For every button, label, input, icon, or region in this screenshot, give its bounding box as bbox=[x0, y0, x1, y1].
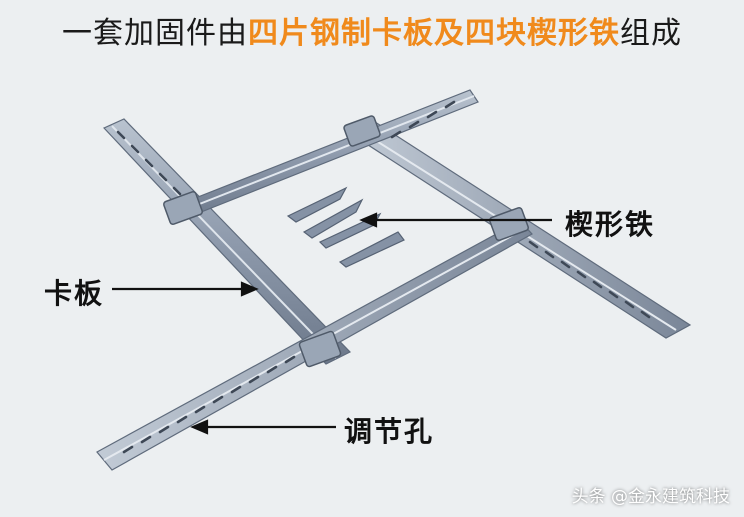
pointer-lines bbox=[112, 212, 552, 435]
headline-suffix: 组成 bbox=[620, 16, 682, 51]
headline-highlight: 四片钢制卡板及四块楔形铁 bbox=[248, 16, 620, 51]
watermark: 头条 @金永建筑科技 bbox=[571, 487, 730, 507]
clamp-board-label: 卡板 bbox=[44, 277, 105, 310]
adjustment-holes bbox=[116, 100, 651, 454]
headline-prefix: 一套加固件由 bbox=[62, 16, 248, 51]
clamp-sleeves bbox=[163, 115, 529, 368]
wedge-iron-label: 楔形铁 bbox=[565, 208, 656, 241]
headline: 一套加固件由四片钢制卡板及四块楔形铁组成 bbox=[0, 14, 744, 54]
adjustment-hole-label: 调节孔 bbox=[344, 415, 435, 448]
wedge-irons bbox=[286, 186, 405, 268]
